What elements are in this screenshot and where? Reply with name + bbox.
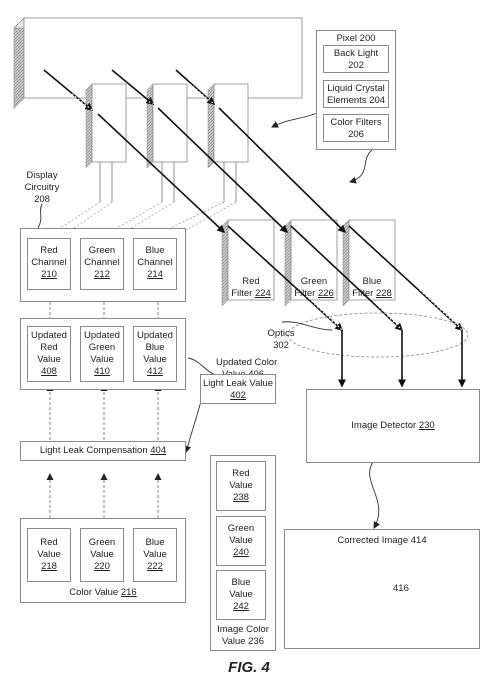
- corrected-image-box: Corrected Image 414: [284, 529, 480, 649]
- point-416-label: 416: [393, 583, 409, 594]
- corrected-image-title: Corrected Image 414: [337, 535, 427, 546]
- lce-box: Liquid Crystal Elements 204: [323, 80, 389, 108]
- color-filters-label: Color Filters: [330, 117, 382, 128]
- optics-label: Optics 302: [267, 328, 295, 351]
- image-color-value-label: Image Color Value 236: [217, 624, 269, 647]
- backlight-label: Back Light: [333, 48, 379, 59]
- green-filter-label: Green Filter 226: [294, 276, 334, 299]
- backlight-box: Back Light 202: [323, 45, 389, 73]
- color-value-label: Color Value 216: [69, 587, 137, 598]
- red-filter-label: Red Filter 224: [231, 276, 271, 299]
- dashed-arrows: [46, 295, 162, 528]
- pixel-box: Pixel 200 Back Light 202 Liquid Crystal …: [316, 30, 396, 150]
- blue-filter-label: Blue Filter 228: [352, 276, 392, 299]
- lce-label: Liquid Crystal: [327, 83, 385, 94]
- image-detector-box: Image Detector 230: [306, 389, 480, 463]
- optics-lens: [287, 312, 469, 358]
- circuit-dashed: [44, 201, 237, 239]
- lce-number: Elements 204: [326, 95, 386, 106]
- backlight-number: 202: [348, 60, 364, 71]
- lc-legs: [99, 162, 237, 202]
- light-leak-compensation-box: Light Leak Compensation 404: [20, 441, 186, 461]
- pixel-title: Pixel 200: [336, 33, 376, 44]
- color-filters-box: Color Filters 206: [323, 114, 389, 142]
- light-leak-value-box: Light Leak Value 402: [200, 374, 276, 404]
- detector-rays: [338, 330, 466, 388]
- display-circuitry-label: Display Circuitry 208: [24, 170, 60, 205]
- color-filter-slabs: [221, 219, 396, 307]
- color-filters-number: 206: [348, 129, 364, 140]
- figure-caption: FIG. 4: [228, 659, 270, 676]
- backlight-panel: [13, 17, 303, 109]
